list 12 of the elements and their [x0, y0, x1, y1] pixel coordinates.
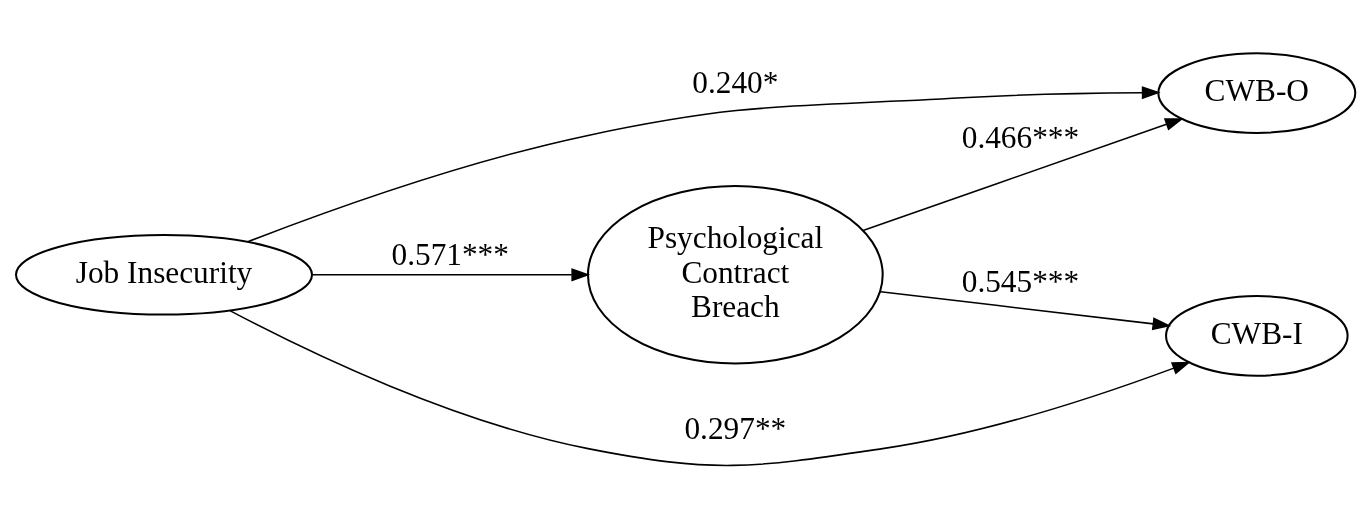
edge-label: 0.297** — [684, 411, 787, 447]
edge-label: 0.571*** — [391, 237, 509, 273]
arrow — [879, 290, 1172, 331]
node-ellipse: Psychological Contract Breach — [586, 185, 884, 365]
node-ellipse: Job Insecurity — [15, 234, 314, 316]
edge-label: 0.545*** — [961, 264, 1080, 300]
edge-label: 0.240* — [692, 65, 779, 101]
arrow — [247, 86, 1161, 243]
edge-label: 0.466*** — [961, 119, 1080, 155]
arrow — [311, 268, 591, 282]
arrow — [862, 118, 1184, 232]
arrow — [229, 310, 1191, 467]
